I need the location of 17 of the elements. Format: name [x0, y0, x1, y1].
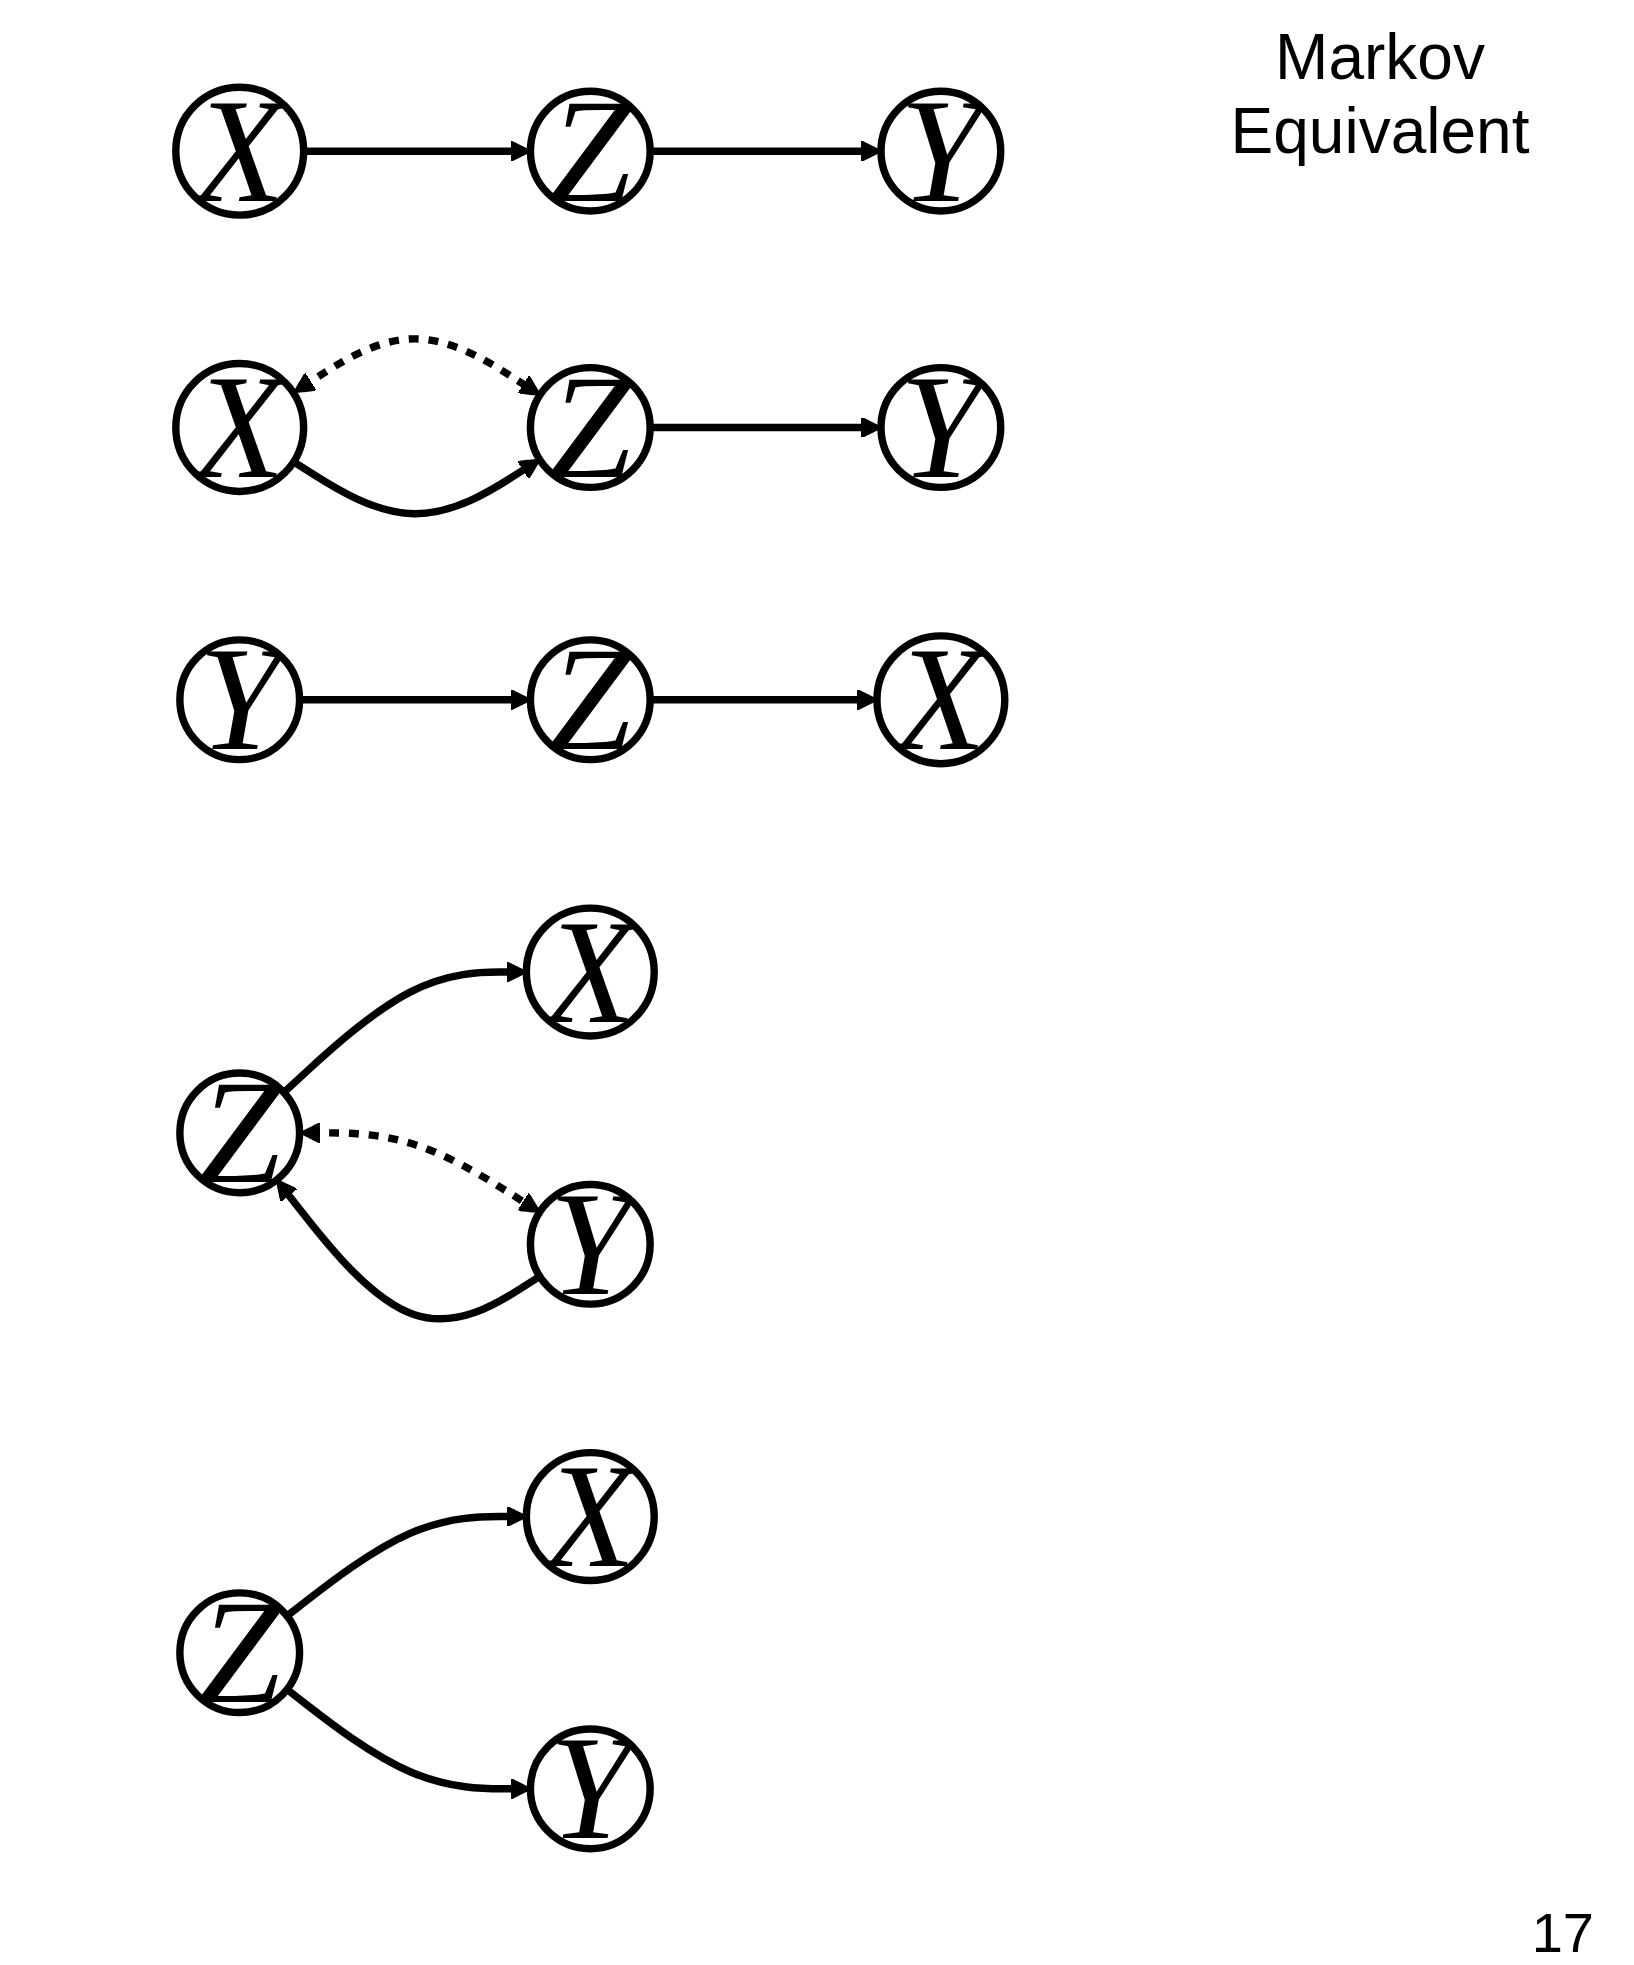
node-circle: Y: [526, 1180, 654, 1308]
node-circle: Z: [526, 363, 654, 492]
node-circle: X: [171, 359, 308, 496]
node-circle: Z: [526, 87, 654, 215]
node-circle: Z: [175, 1069, 303, 1197]
node-circle: Y: [526, 1725, 654, 1853]
node-circle: Y: [877, 87, 1005, 215]
node-circle: X: [872, 632, 1009, 768]
node-circle: X: [522, 904, 658, 1040]
page-number: 17: [1531, 1900, 1594, 1965]
node-circle: Z: [526, 636, 654, 764]
node-circle: Z: [175, 1589, 303, 1717]
node-circle: Y: [877, 363, 1005, 492]
heading-text: Markov Equivalent: [1229, 20, 1531, 168]
node-circle: X: [171, 83, 308, 219]
node-circle: X: [522, 1448, 658, 1585]
node-circle: Y: [175, 636, 303, 764]
